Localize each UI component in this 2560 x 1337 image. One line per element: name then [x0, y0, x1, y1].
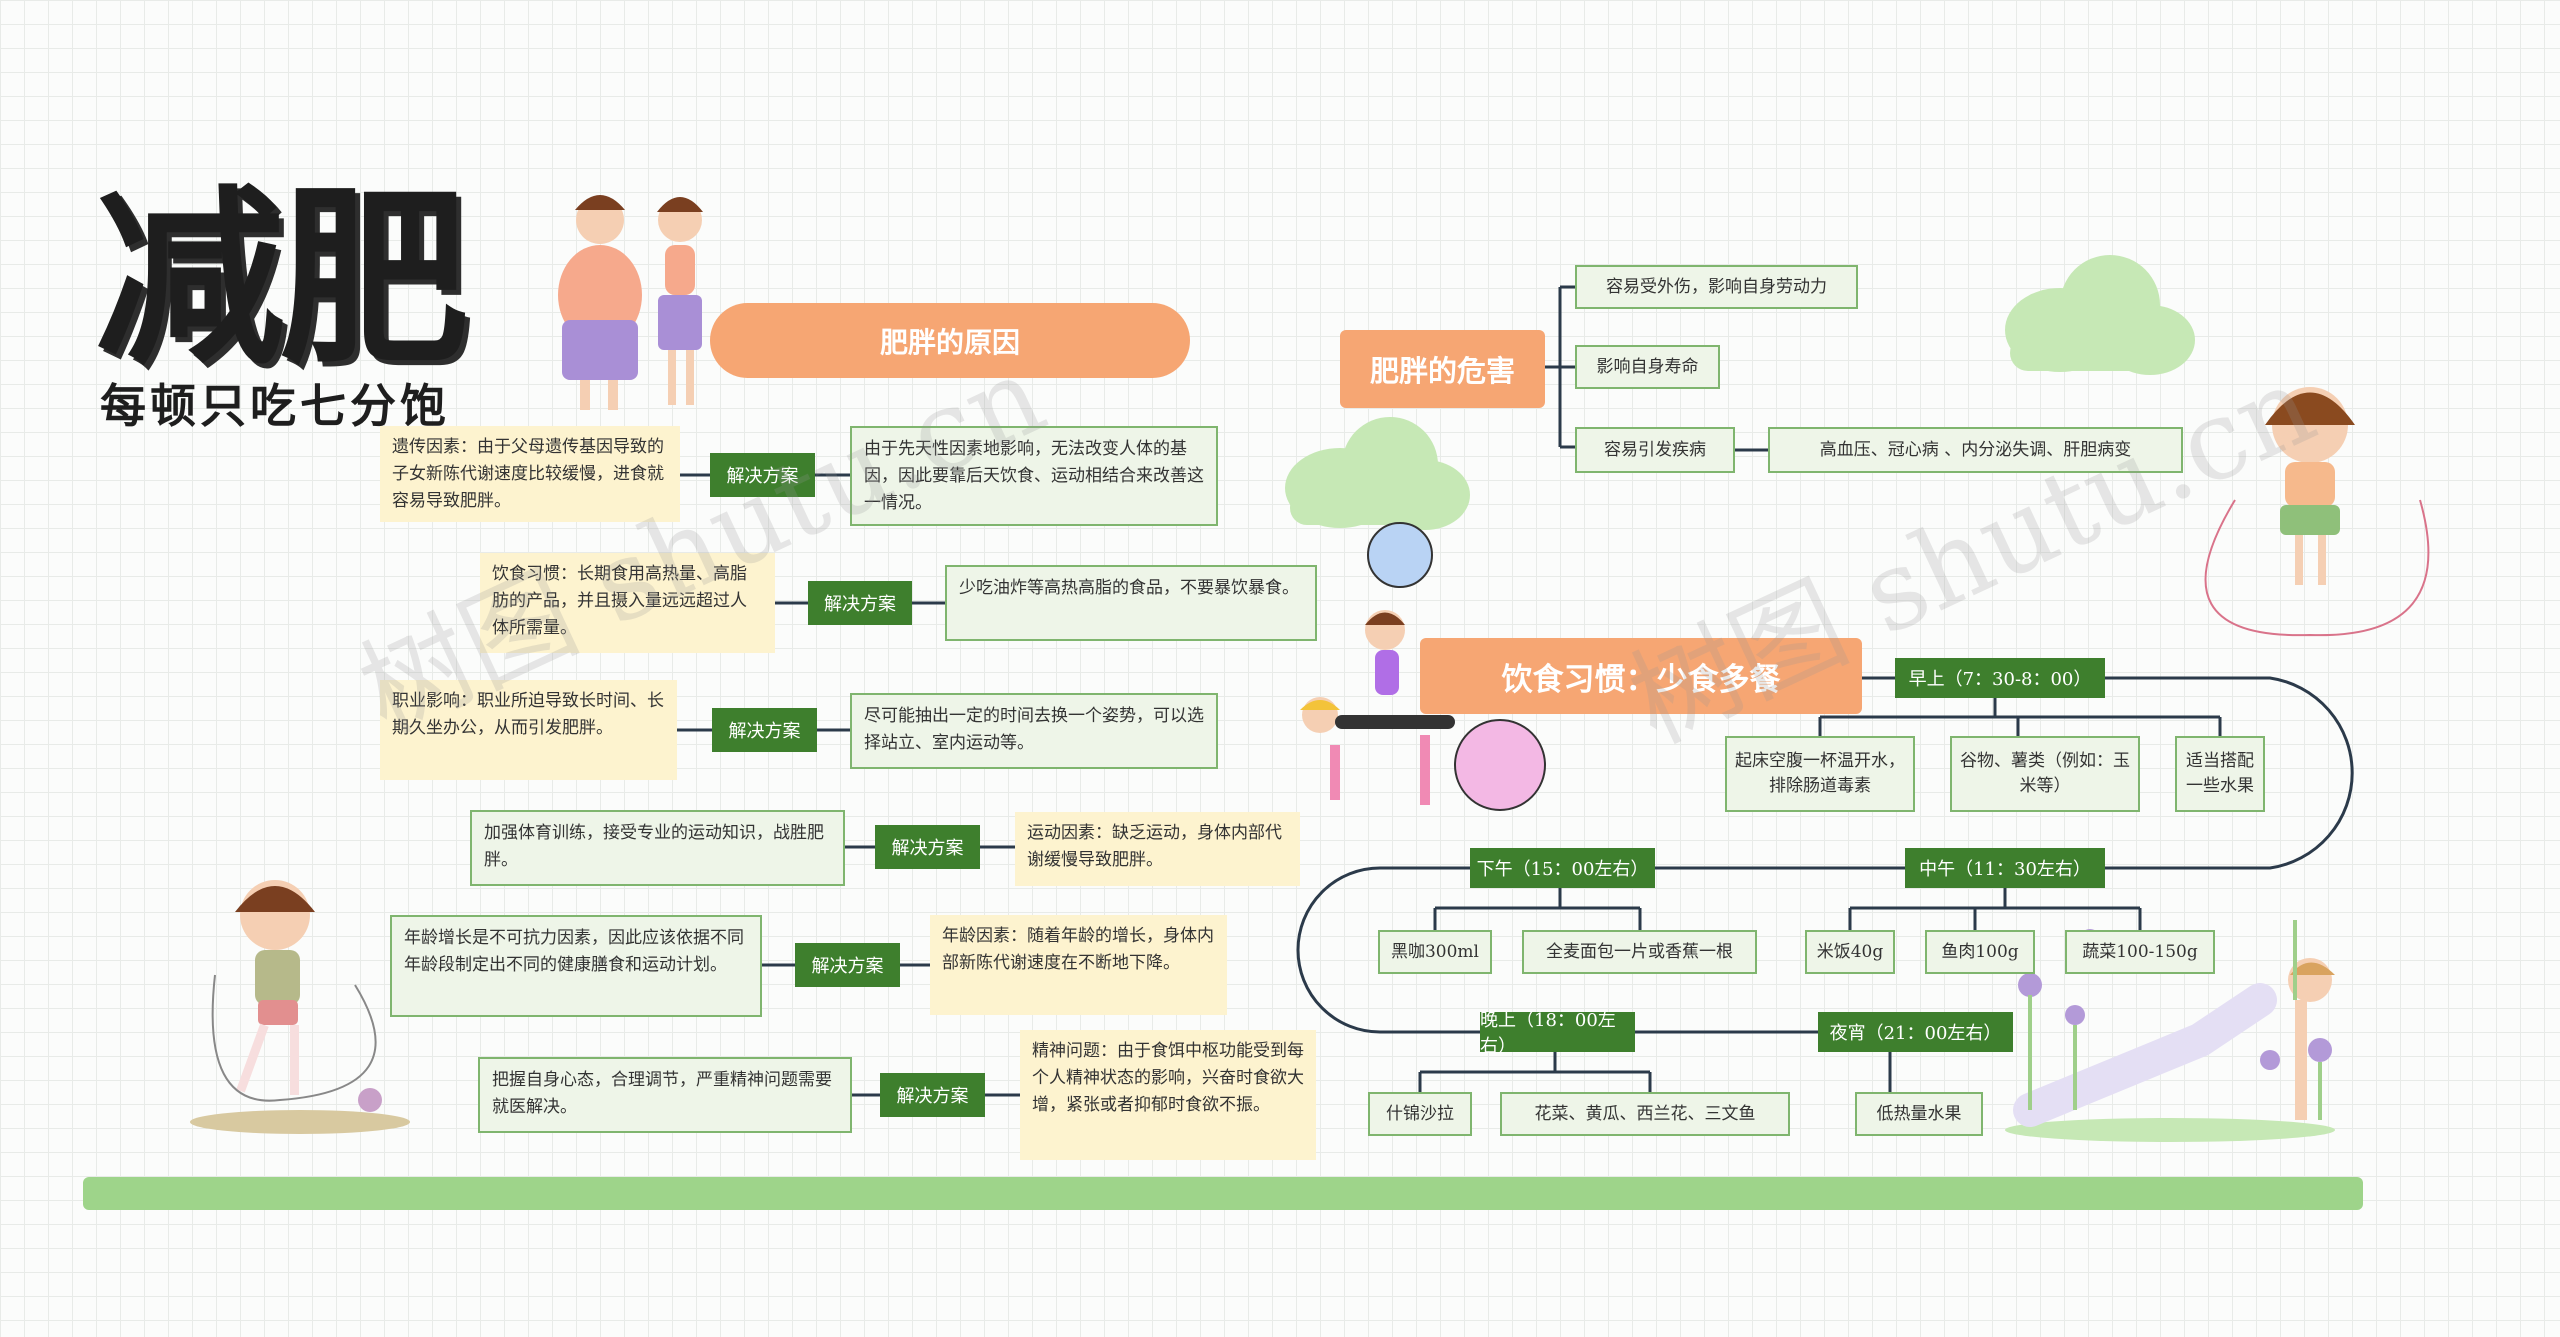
- cause-age: 年龄因素：随着年龄的增长，身体内部新陈代谢速度在不断地下降。: [930, 915, 1227, 1015]
- cause-diet: 饮食习惯：长期食用高热量、高脂肪的产品，并且摄入量远远超过人体所需量。: [480, 553, 775, 653]
- cause-occupation: 职业影响：职业所迫导致长时间、长期久坐办公，从而引发肥胖。: [380, 680, 677, 780]
- bottom-bar: [83, 1177, 2363, 1210]
- food-lunch-rice: 米饭40g: [1805, 930, 1895, 974]
- food-midnight-fruit: 低热量水果: [1855, 1092, 1983, 1136]
- meal-midnight: 夜宵（21：00左右）: [1818, 1012, 2013, 1052]
- meal-evening: 晚上（18：00左右）: [1480, 1010, 1635, 1057]
- solution-diet: 少吃油炸等高热高脂的食品，不要暴饮暴食。: [945, 565, 1317, 641]
- solution-occupation: 尽可能抽出一定的时间去换一个姿势，可以选择站立、室内运动等。: [850, 693, 1218, 769]
- food-evening-veg: 花菜、黄瓜、西兰花、三文鱼: [1500, 1092, 1790, 1136]
- cause-mental: 精神问题：由于食饵中枢功能受到每个人精神状态的影响，兴奋时食欲大增，紧张或者抑郁…: [1020, 1030, 1316, 1160]
- solution-genetic: 由于先天性因素地影响，无法改变人体的基因，因此要靠后天饮食、运动相结合来改善这一…: [850, 426, 1218, 526]
- food-lunch-veg: 蔬菜100-150g: [2065, 930, 2215, 974]
- food-evening-salad: 什锦沙拉: [1368, 1092, 1472, 1136]
- food-afternoon-bread: 全麦面包一片或香蕉一根: [1522, 930, 1757, 974]
- food-breakfast-grains: 谷物、薯类（例如：玉米等）: [1950, 736, 2140, 812]
- solution-mental: 把握自身心态，合理调节，严重精神问题需要就医解决。: [478, 1057, 852, 1133]
- solution-label-exercise: 解决方案: [875, 825, 980, 869]
- meal-afternoon: 下午（15：00左右）: [1470, 848, 1655, 888]
- cause-genetic: 遗传因素：由于父母遗传基因导致的子女新陈代谢速度比较缓慢，进食就容易导致肥胖。: [380, 426, 680, 522]
- yoga-woman-illustration: [2005, 920, 2335, 1142]
- hazard-lifespan: 影响自身寿命: [1575, 345, 1720, 389]
- food-lunch-fish: 鱼肉100g: [1925, 930, 2035, 974]
- meal-lunch: 中午（11：30左右）: [1905, 848, 2105, 888]
- hazards-heading: 肥胖的危害: [1340, 330, 1545, 408]
- food-afternoon-coffee: 黑咖300ml: [1378, 930, 1492, 974]
- solution-label-genetic: 解决方案: [710, 453, 815, 497]
- solution-label-diet: 解决方案: [808, 581, 912, 625]
- solution-label-age: 解决方案: [795, 943, 900, 987]
- solution-exercise: 加强体育训练，接受专业的运动知识，战胜肥胖。: [470, 810, 845, 886]
- cloud-decoration: [1285, 255, 2195, 530]
- hazard-injury: 容易受外伤，影响自身劳动力: [1575, 265, 1858, 309]
- meal-breakfast: 早上（7：30-8：00）: [1895, 658, 2105, 698]
- solution-label-occupation: 解决方案: [712, 708, 817, 752]
- hazard-disease-detail: 高血压、冠心病 、内分泌失调、肝胆病变: [1768, 427, 2183, 473]
- sub-title: 每顿只吃七分饱: [100, 379, 450, 433]
- cause-exercise: 运动因素：缺乏运动，身体内部代谢缓慢导致肥胖。: [1015, 812, 1300, 886]
- women-illustration: [558, 195, 703, 410]
- food-breakfast-fruit: 适当搭配一些水果: [2175, 736, 2265, 812]
- hazard-disease: 容易引发疾病: [1575, 427, 1735, 473]
- solution-label-mental: 解决方案: [880, 1073, 985, 1117]
- diet-heading: 饮食习惯：少食多餐: [1420, 638, 1862, 714]
- food-breakfast-water: 起床空腹一杯温开水，排除肠道毒素: [1725, 736, 1915, 812]
- jump-rope-girl-right: [2204, 387, 2430, 637]
- solution-age: 年龄增长是不可抗力因素，因此应该依据不同年龄段制定出不同的健康膳食和运动计划。: [390, 915, 762, 1017]
- causes-heading: 肥胖的原因: [710, 303, 1190, 378]
- main-title: 减肥: [95, 169, 469, 390]
- exercise-illustration: [1300, 522, 1546, 811]
- jump-rope-girl-left: [190, 880, 410, 1134]
